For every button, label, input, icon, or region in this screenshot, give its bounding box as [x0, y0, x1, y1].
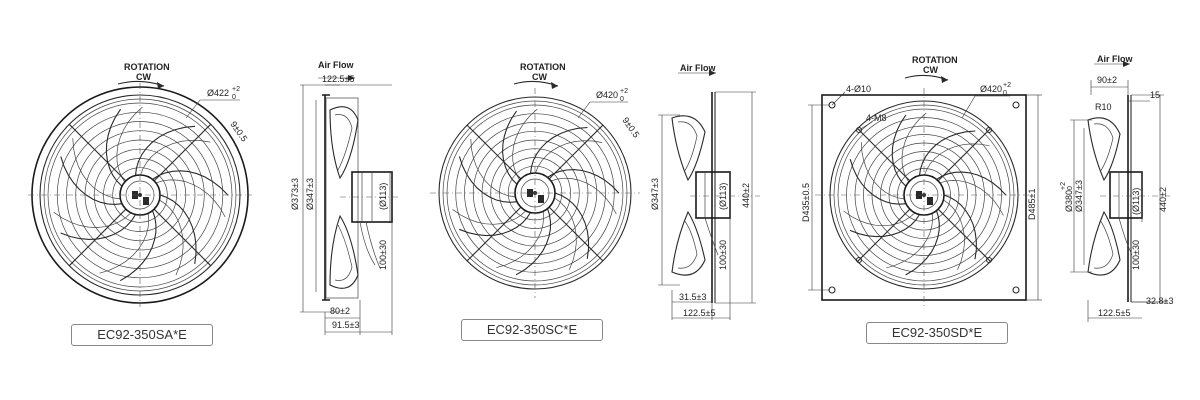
fan-2-rotation-arrowhead: [551, 82, 558, 89]
fan-2-diameter-tol-up: +2: [620, 88, 628, 95]
fan-3-holes-outer: 4-Ø10: [846, 84, 871, 94]
fan-3-dim-left: D435±0.5: [801, 183, 811, 222]
fan-3-rotation-dir: CW: [923, 65, 938, 75]
fan-2-dim-a: Ø347±3: [650, 178, 660, 210]
fan-1-hole: 9±0.5: [228, 119, 249, 143]
fan-3-diameter-tol-dn: 0: [1003, 90, 1007, 97]
fan-1-dim-b: Ø347±3: [305, 178, 315, 210]
fan-1-diameter: Ø422: [207, 88, 229, 98]
fan-3-dim-c: (Ø113): [1131, 188, 1141, 215]
fan-1-side-view: [300, 75, 400, 335]
fan-1-diameter-leader-2: [185, 99, 201, 119]
fan-3-top-dim: 90±2: [1097, 75, 1117, 85]
fan-3-dim-right: D485±1: [1027, 189, 1037, 220]
fan-3-side-view: [1070, 61, 1170, 322]
fan-1-rotation-arrowhead: [157, 82, 164, 89]
fan-1-dim-a: Ø373±3: [290, 178, 300, 210]
fan-1-diameter-tol-up: +2: [232, 86, 240, 93]
fan-3-diameter-tol-up: +2: [1003, 82, 1011, 89]
fan-2-dim-d: 100±30: [718, 240, 728, 270]
fan-2-diameter: Ø420: [596, 90, 618, 100]
fan-3-dim-a-tol-up: +2: [1060, 182, 1067, 190]
fan-3-fifteen: 15: [1150, 90, 1160, 100]
fan-3-air-flow: Air Flow: [1097, 54, 1133, 64]
fan-2-dim-c: (Ø113): [718, 183, 728, 210]
fan-1-bottom-1: 80±2: [330, 306, 350, 316]
fan-2-rotation-title: ROTATION: [520, 62, 566, 72]
fan-3-rotation-arrowhead: [941, 76, 948, 83]
fan-1-model-label: EC92-350SA*E: [71, 324, 213, 346]
fan-3-dim-b: Ø347±3: [1074, 180, 1084, 212]
fan-1-rotation-title: ROTATION: [124, 62, 170, 72]
fan-1-top-dim: 122.5±5: [322, 74, 354, 84]
fan-1-dim-d: 100±30: [378, 240, 388, 270]
fan-1-bottom-2: 91.5±3: [332, 320, 359, 330]
fan-2-diameter-leader-2: [577, 101, 591, 119]
fan-2-bottom-2: 122.5±5: [683, 308, 715, 318]
fan-1-air-flow: Air Flow: [318, 60, 354, 70]
fan-3-diameter-leader-2: [961, 95, 976, 119]
fan-3-dim-a-tol-dn: 0: [1067, 186, 1074, 190]
fan-2-rotation-dir: CW: [532, 72, 547, 82]
fan-2-hole: 9±0.5: [620, 115, 641, 139]
fan-3-bottom-1: 32.8±3: [1146, 296, 1173, 306]
fan-3-holes-inner: 4-M8: [866, 113, 887, 123]
fan-2-model-label: EC92-350SC*E: [461, 319, 603, 341]
fan-3-dim-d: 100±30: [1131, 240, 1141, 270]
fan-3-dim-a: Ø380: [1064, 190, 1074, 212]
fan-1-front-view: [28, 83, 252, 307]
fan-2-dim-b: 440±2: [741, 183, 751, 208]
fan-3-model-label: EC92-350SD*E: [866, 322, 1008, 344]
fan-1-rotation-dir: CW: [136, 72, 151, 82]
fan-1-dim-c: (Ø113): [378, 183, 388, 210]
fan-2-air-flow: Air Flow: [680, 63, 716, 73]
fan-3-bottom-2: 122.5±5: [1098, 308, 1130, 318]
fan-3-diameter: Ø420: [980, 84, 1002, 94]
fan-2-front-view: [430, 88, 640, 298]
fan-3-front-view: [808, 88, 1042, 306]
fan-3-rotation-title: ROTATION: [912, 55, 958, 65]
fan-2-side-view: [658, 70, 760, 320]
fan-2-diameter-tol-dn: 0: [620, 96, 624, 103]
fan-3-r: R10: [1095, 102, 1112, 112]
fan-1-diameter-tol-dn: 0: [232, 94, 236, 101]
fan-3-dim-e: 440±2: [1158, 187, 1168, 212]
fan-2-bottom-1: 31.5±3: [679, 292, 706, 302]
